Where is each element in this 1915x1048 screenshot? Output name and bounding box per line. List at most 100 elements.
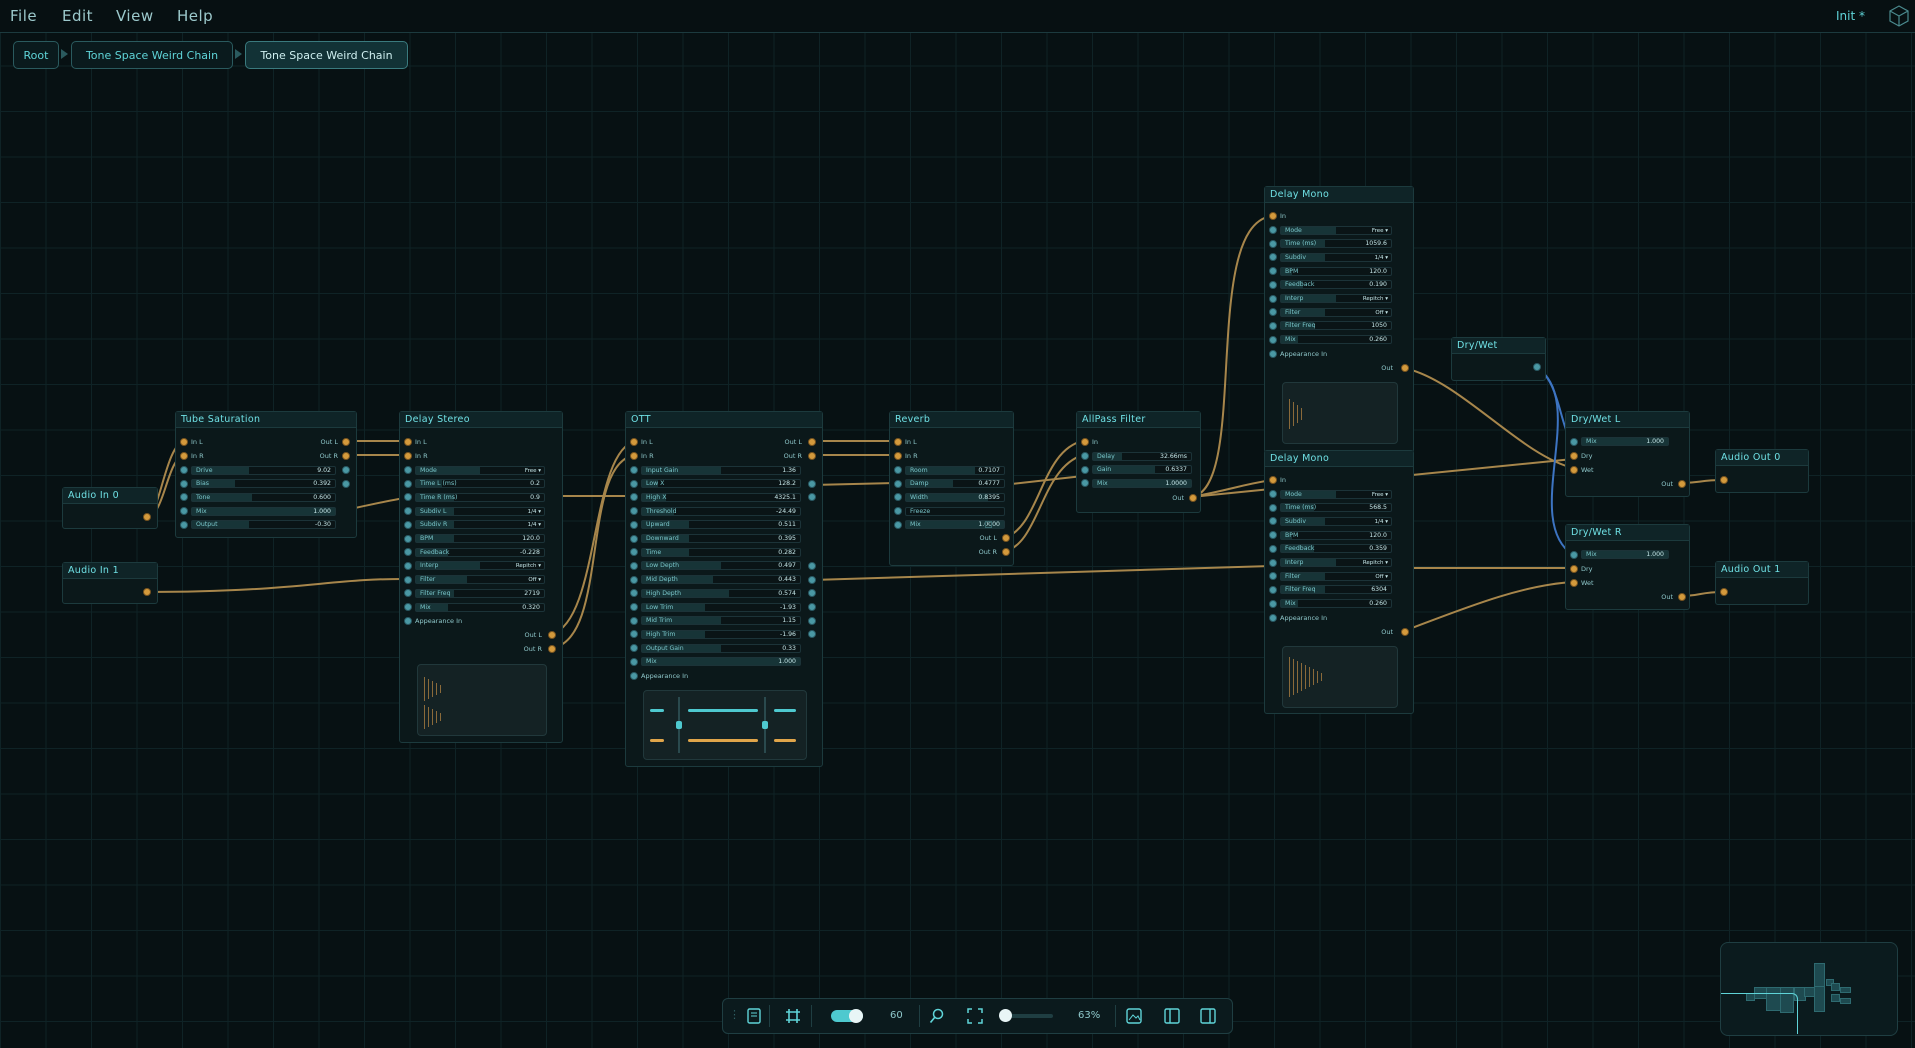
wet-port[interactable] [1570, 579, 1578, 587]
param-port[interactable] [1269, 544, 1277, 553]
param-port[interactable] [404, 479, 412, 488]
param-port[interactable] [630, 575, 638, 584]
param-port[interactable] [1269, 253, 1277, 262]
param-port[interactable] [1269, 308, 1277, 317]
audio-in-port[interactable] [1720, 588, 1728, 596]
param-port[interactable] [1269, 239, 1277, 248]
out-l-port[interactable] [1002, 534, 1010, 542]
param-slider[interactable]: Low Trim-1.93 [641, 602, 801, 612]
node-title[interactable]: Audio Out 0 [1716, 450, 1808, 466]
param-port[interactable] [630, 466, 638, 474]
param-port[interactable] [1269, 614, 1277, 622]
node-title[interactable]: Audio In 1 [63, 563, 157, 579]
param-port[interactable] [1081, 479, 1089, 488]
out-l-port[interactable] [342, 438, 350, 446]
param-port[interactable] [1269, 599, 1277, 608]
param-out-port[interactable] [342, 479, 350, 488]
search-icon[interactable] [929, 1008, 945, 1024]
out-r-port[interactable] [342, 452, 350, 460]
param-port[interactable] [1269, 531, 1277, 540]
param-port[interactable] [1269, 558, 1277, 567]
dry-port[interactable] [1570, 565, 1578, 573]
in-l-port[interactable] [180, 438, 188, 446]
breadcrumb-item[interactable]: Tone Space Weird Chain [71, 41, 233, 69]
param-slider[interactable]: Output-0.30 [191, 520, 336, 530]
param-port[interactable] [180, 520, 188, 529]
node-title[interactable]: Delay Mono [1265, 451, 1413, 467]
param-port[interactable] [630, 630, 638, 639]
param-port[interactable] [180, 479, 188, 488]
param-out-port[interactable] [808, 589, 816, 598]
param-out-port[interactable] [808, 603, 816, 611]
audio-out-port[interactable] [143, 513, 151, 521]
param-port[interactable] [404, 520, 412, 529]
breadcrumb-root[interactable]: Root [13, 41, 59, 69]
param-out-port[interactable] [808, 575, 816, 584]
param-port[interactable] [630, 520, 638, 529]
in-r-port[interactable] [894, 452, 902, 460]
param-port[interactable] [1269, 226, 1277, 234]
param-port[interactable] [630, 561, 638, 570]
out-r-port[interactable] [548, 645, 556, 653]
wet-port[interactable] [1570, 466, 1578, 474]
param-port[interactable] [404, 548, 412, 557]
out-l-port[interactable] [808, 438, 816, 446]
breadcrumb-current[interactable]: Tone Space Weird Chain [245, 41, 408, 69]
param-out-port[interactable] [808, 616, 816, 625]
node-title[interactable]: Audio In 0 [63, 488, 157, 504]
param-port[interactable] [630, 507, 638, 516]
param-slider[interactable]: Time R (ms)0.9 [415, 492, 545, 502]
param-port[interactable] [630, 672, 638, 680]
menu-edit[interactable]: Edit [62, 7, 94, 25]
image-icon[interactable] [1126, 1008, 1142, 1024]
param-port[interactable] [180, 466, 188, 474]
param-port[interactable] [1570, 551, 1578, 559]
param-port[interactable] [630, 493, 638, 502]
param-port[interactable] [630, 479, 638, 488]
preset-name[interactable]: Init * [1836, 9, 1865, 23]
grid-snap-icon[interactable] [785, 1008, 801, 1024]
drag-handle-icon[interactable]: ⋮ [729, 1008, 740, 1021]
in-r-port[interactable] [404, 452, 412, 460]
cube-icon[interactable] [1887, 4, 1911, 28]
param-out-port[interactable] [1533, 363, 1541, 371]
param-slider[interactable]: High Trim-1.96 [641, 629, 801, 639]
param-out-port[interactable] [808, 630, 816, 639]
node-title[interactable]: Reverb [890, 412, 1013, 428]
fps-toggle[interactable] [831, 1009, 863, 1023]
param-port[interactable] [1269, 294, 1277, 303]
out-l-port[interactable] [548, 631, 556, 639]
param-slider[interactable]: Time L (ms)0.2 [415, 479, 545, 489]
in-r-port[interactable] [630, 452, 638, 460]
param-port[interactable] [630, 657, 638, 666]
param-port[interactable] [1269, 490, 1277, 498]
node-drywet[interactable]: Dry/Wet [1451, 337, 1546, 381]
out-port[interactable] [1401, 364, 1409, 372]
menu-help[interactable]: Help [177, 7, 214, 25]
param-port[interactable] [1269, 335, 1277, 344]
